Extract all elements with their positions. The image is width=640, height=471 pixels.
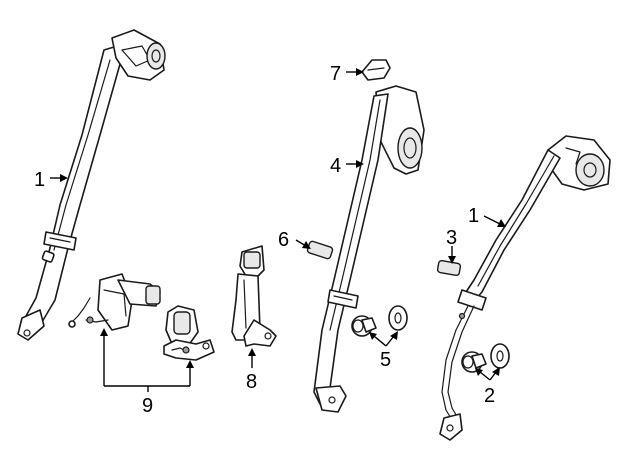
single-buckle bbox=[231, 245, 277, 347]
callout-leaders bbox=[50, 68, 506, 392]
left-seat-belt bbox=[17, 29, 166, 341]
callout-8: 8 bbox=[246, 371, 257, 393]
center-seat-belt bbox=[313, 59, 425, 413]
callout-1-right: 1 bbox=[468, 205, 479, 227]
small-guide-right bbox=[436, 259, 462, 277]
callout-6: 6 bbox=[278, 229, 289, 251]
anchor-bolts bbox=[461, 343, 510, 373]
callout-labels: 1 1 2 3 4 5 6 7 8 9 bbox=[34, 63, 495, 417]
right-seat-belt bbox=[439, 135, 611, 441]
callout-9: 9 bbox=[142, 395, 153, 417]
center-bolts bbox=[351, 305, 408, 337]
callout-7: 7 bbox=[330, 63, 341, 85]
double-buckle-assembly bbox=[68, 273, 215, 361]
callout-1-left: 1 bbox=[34, 169, 45, 191]
callout-3: 3 bbox=[446, 227, 457, 249]
callout-2: 2 bbox=[484, 385, 495, 407]
small-guide-center bbox=[306, 240, 334, 260]
callout-5: 5 bbox=[380, 349, 391, 371]
callout-4: 4 bbox=[330, 155, 341, 177]
